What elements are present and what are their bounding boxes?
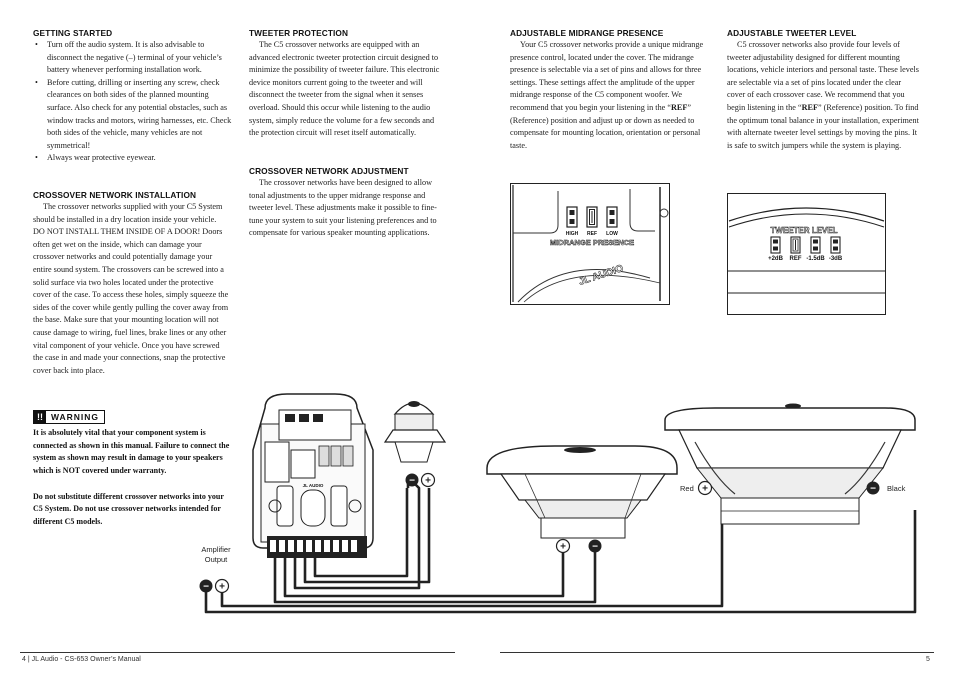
page-number: 5 — [926, 656, 930, 663]
manual-title: JL Audio - CS-653 Owner’s Manual — [31, 656, 141, 663]
getting-started-heading: GETTING STARTED — [33, 28, 113, 38]
pin-label-plus2db: +2dB — [768, 256, 784, 262]
warning-paragraph: It is absolutely vital that your compone… — [33, 428, 230, 476]
plus-icon: + — [560, 542, 566, 553]
minus1-5db-pin — [810, 236, 821, 254]
list-item: Turn off the audio system. It is also ad… — [33, 39, 233, 77]
midrange-presence-body: Your C5 crossover networks provide a uni… — [510, 40, 704, 150]
warning-text: It is absolutely vital that your compone… — [33, 427, 233, 541]
list-item: Always wear protective eyewear. — [33, 152, 233, 165]
crossover-adjustment-heading: CROSSOVER NETWORK ADJUSTMENT — [249, 166, 409, 176]
pin-label-high: HIGH — [566, 231, 579, 237]
high-pin — [566, 206, 578, 228]
footer-rule-left — [20, 652, 455, 653]
minus-icon: − — [870, 484, 876, 495]
amplifier-output-label: Amplifier Output — [201, 545, 231, 564]
warning-label: WARNING — [50, 412, 100, 422]
getting-started-list: Turn off the audio system. It is also ad… — [33, 39, 233, 165]
footer-rule-right — [500, 652, 934, 653]
crossover-adjustment-body: The crossover networks have been designe… — [249, 178, 437, 238]
minus-icon: − — [409, 476, 415, 487]
black-wire-label: Black — [887, 484, 906, 493]
ref-label: REF — [670, 102, 688, 112]
midrange-terminals: + − — [555, 538, 602, 554]
pin-label-low: LOW — [606, 231, 618, 237]
plus-icon: + — [425, 476, 431, 487]
page-number: 4 — [22, 656, 26, 663]
crossover-installation-body: The crossover networks supplied with you… — [33, 202, 229, 375]
tweeter-terminals: − + — [405, 472, 436, 488]
tweeter-level-body: C5 crossover networks also provide four … — [727, 40, 919, 150]
red-wire-label: Red — [680, 484, 694, 493]
tweeter-level-figure: TWEETER LEVEL +2dB REF -1.5dB -3dB — [727, 193, 886, 315]
woofer-terminals: + − — [697, 480, 880, 496]
ref-label: REF — [801, 102, 818, 112]
tweeter — [383, 401, 447, 463]
minus3db-pin — [830, 236, 841, 254]
list-item: Before cutting, drilling or inserting an… — [33, 77, 233, 153]
pin-label-ref: REF — [790, 256, 802, 262]
crossover-network: JL AUDIO — [252, 393, 374, 558]
pin-label-minus1-5db: -1.5dB — [806, 256, 825, 262]
tweeter-protection-heading: TWEETER PROTECTION — [249, 28, 349, 38]
plus-icon: + — [219, 582, 225, 593]
ref-pin — [790, 236, 801, 254]
pin-label-minus3db: -3dB — [829, 256, 843, 262]
footer-left: 4 | JL Audio - CS-653 Owner’s Manual — [22, 656, 141, 663]
plus-icon: + — [702, 484, 708, 495]
crossover-input-terminals: − + — [199, 578, 230, 594]
midrange-presence-heading: ADJUSTABLE MIDRANGE PRESENCE — [510, 28, 664, 38]
footer-separator: | — [27, 656, 30, 663]
tweeter-protection-body: The C5 crossover networks are equipped w… — [249, 40, 440, 138]
tweeter-level-label: TWEETER LEVEL — [770, 226, 837, 235]
warning-icon: !! — [34, 411, 46, 423]
minus-icon: − — [203, 582, 209, 593]
wiring-diagram: JL AUDIO − — [199, 393, 917, 614]
woofer-speaker — [664, 403, 916, 525]
warning-badge: !! WARNING — [33, 410, 105, 424]
midrange-speaker — [486, 445, 678, 539]
plus2db-pin — [770, 236, 781, 254]
low-pin — [606, 206, 618, 228]
midrange-presence-label: MIDRANGE PRESENCE — [550, 238, 634, 247]
pin-label-ref: REF — [587, 231, 597, 237]
minus-icon: − — [592, 542, 598, 553]
midrange-presence-figure: HIGH REF LOW MIDRANGE PRESENCE JL AUDIO — [510, 183, 670, 305]
crossover-brand: JL AUDIO — [303, 483, 324, 488]
warning-paragraph: Do not substitute different crossover ne… — [33, 491, 224, 526]
tweeter-level-heading: ADJUSTABLE TWEETER LEVEL — [727, 28, 857, 38]
ref-pin — [586, 206, 598, 228]
crossover-installation-heading: CROSSOVER NETWORK INSTALLATION — [33, 190, 197, 200]
